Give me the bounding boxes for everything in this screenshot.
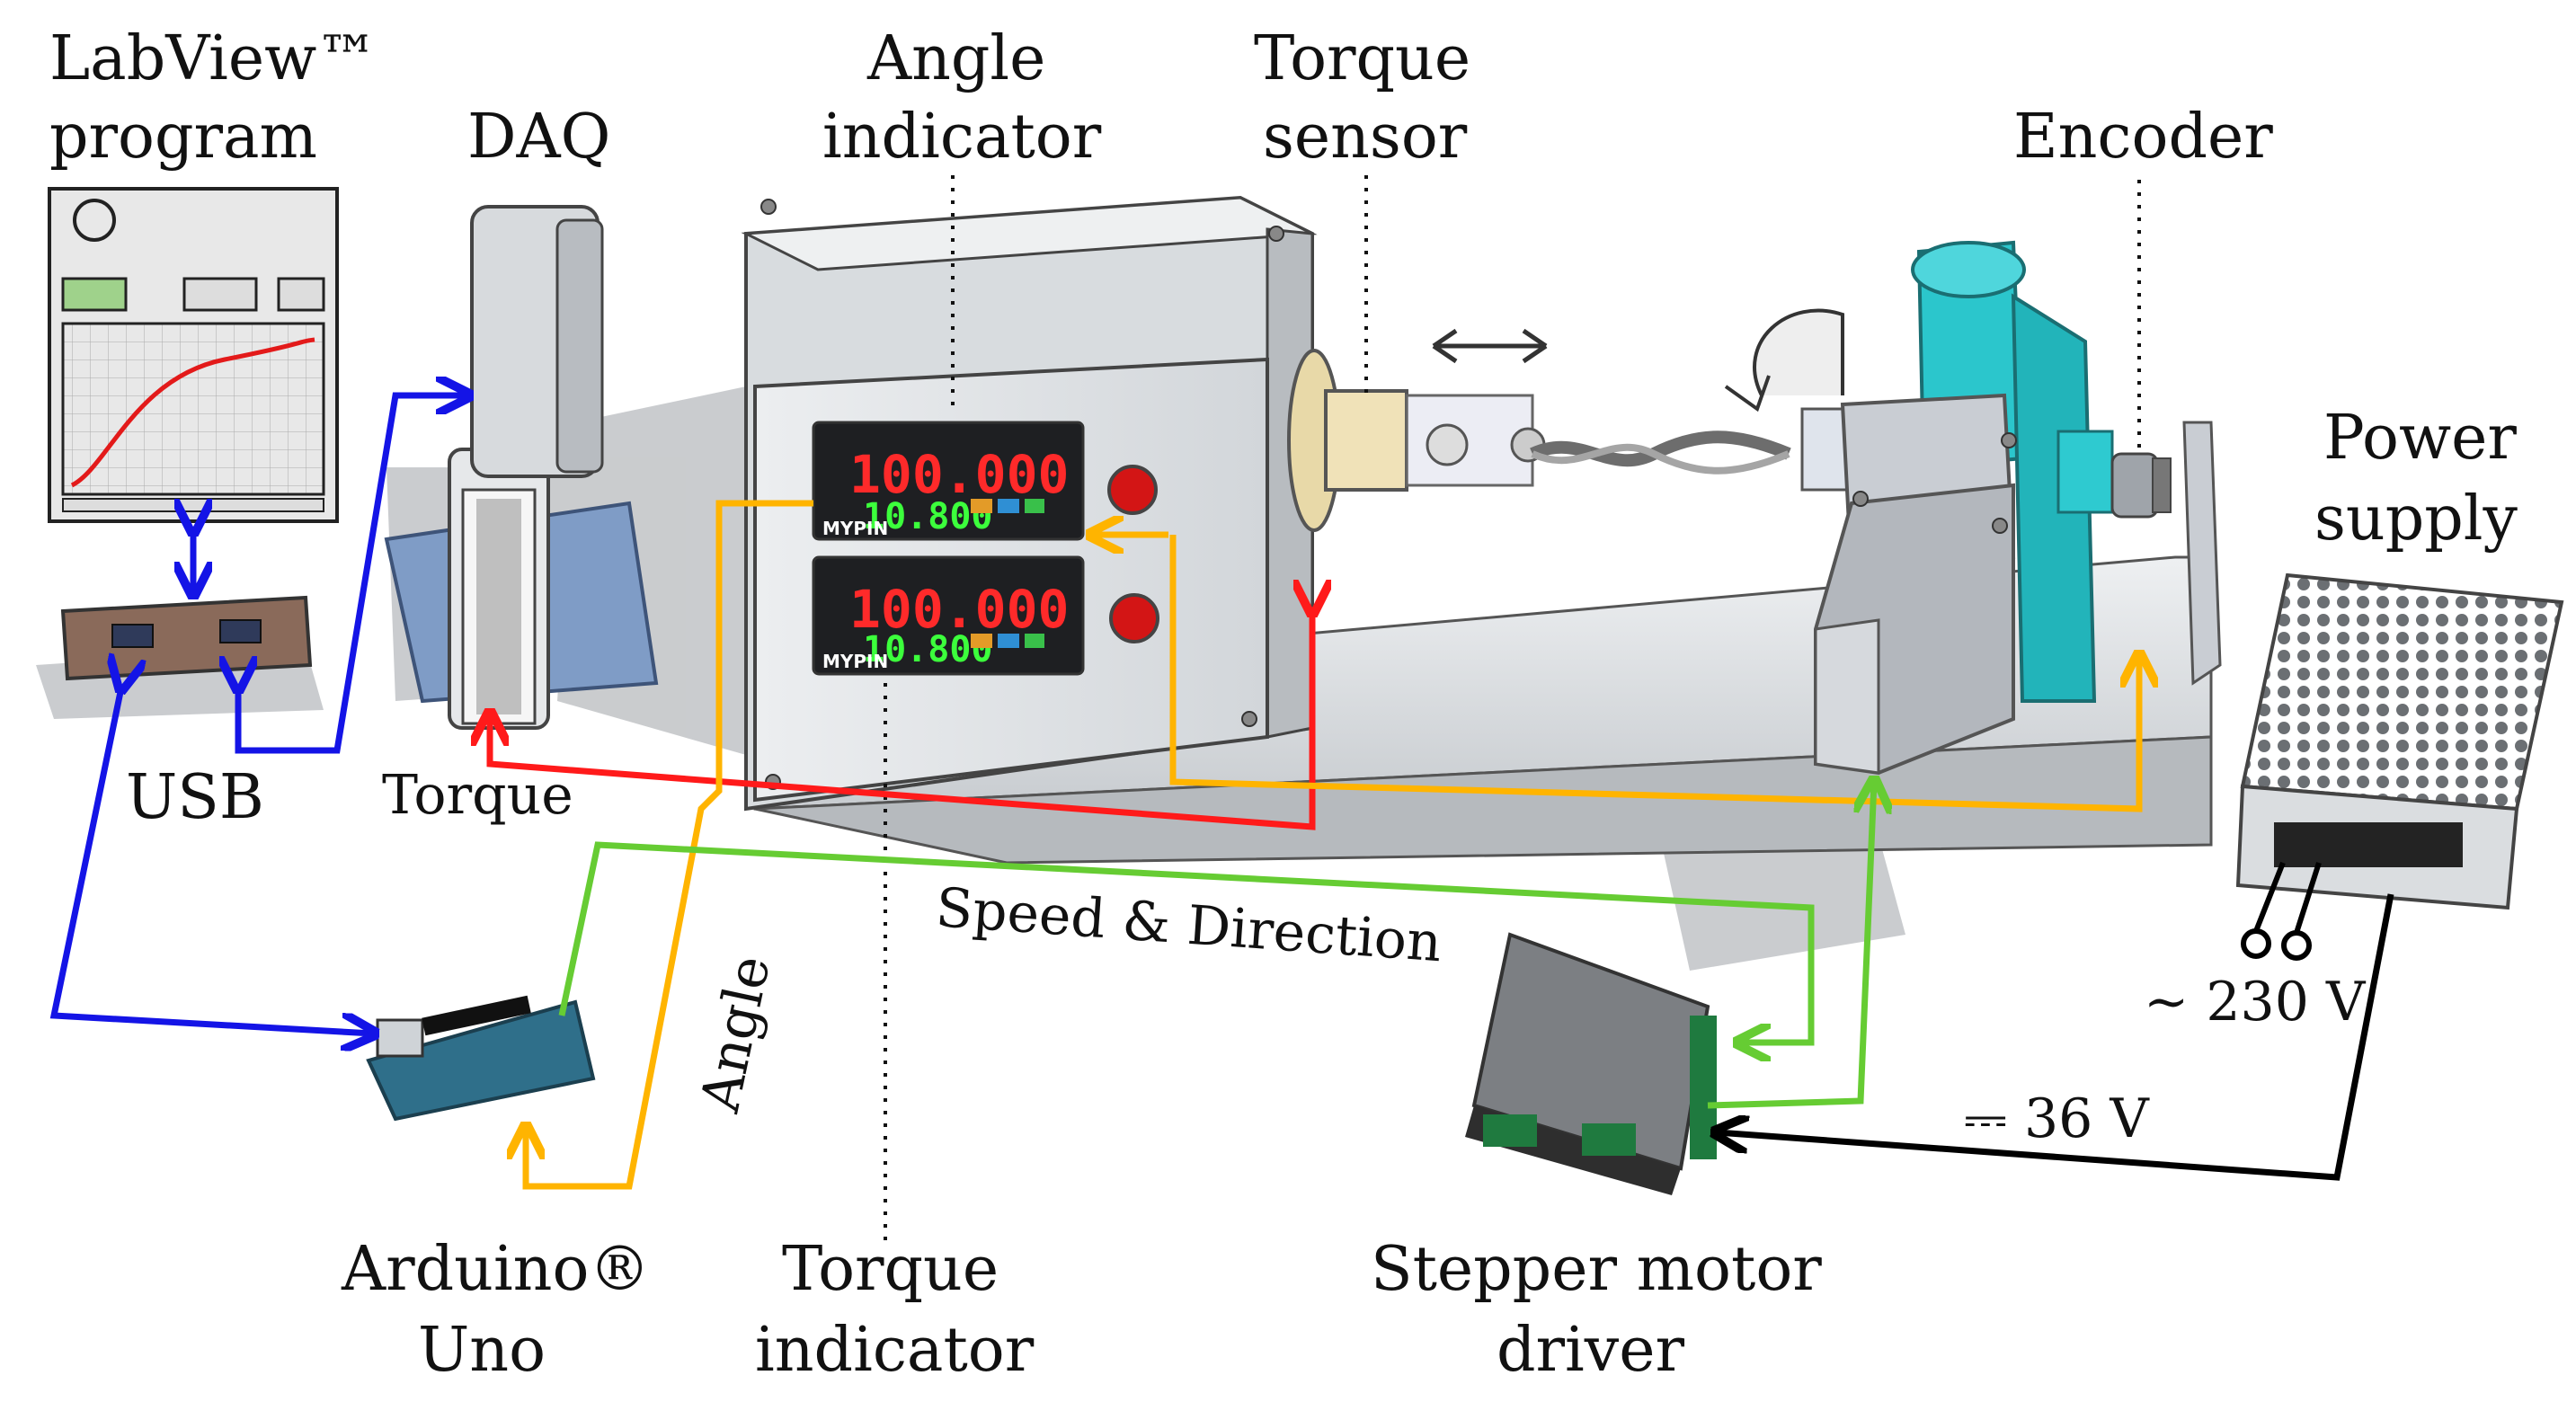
speed-direction-wire xyxy=(558,782,1874,1109)
twisted-shaft xyxy=(1530,430,1791,475)
arduino-label-line2: Uno xyxy=(418,1315,546,1386)
brand-label-1: MYPIN xyxy=(822,518,888,539)
angle-wire-label: Angle xyxy=(688,950,783,1118)
angle-wire xyxy=(526,500,2139,1190)
labview-label-line1: LabView™ xyxy=(49,23,378,94)
dc-voltage-label: ⎓ 36 V xyxy=(1964,1087,2150,1150)
torque-sensor-label-line2: sensor xyxy=(1263,102,1468,173)
usb-label: USB xyxy=(126,762,264,833)
ac-voltage-label: ~ 230 V xyxy=(2144,971,2367,1034)
stepper-driver-box xyxy=(1465,932,1717,1195)
angle-indicator-label-line1: Angle xyxy=(866,23,1045,94)
torque-sensor xyxy=(1287,349,1546,532)
arduino-label-line1: Arduino® xyxy=(341,1234,650,1305)
angle-indicator-panel: 100.000 10.800 MYPIN xyxy=(812,421,1158,541)
angle-indicator-label-line2: indicator xyxy=(822,102,1102,173)
stepper-driver-label-line1: Stepper motor xyxy=(1371,1234,1822,1305)
angle-indicator-value: 100.000 xyxy=(849,444,1069,505)
torque-sensor-label-line1: Torque xyxy=(1254,23,1470,94)
torque-indicator-label-line2: indicator xyxy=(755,1315,1035,1386)
torque-wire-label: Torque xyxy=(382,764,573,827)
rotation-arrow xyxy=(1724,308,1844,413)
dc-power-wire xyxy=(1717,893,2394,1181)
gear-motor xyxy=(1800,240,2114,776)
encoder-label: Encoder xyxy=(2013,102,2273,173)
torque-wire xyxy=(490,611,1312,830)
labview-label-line2: program xyxy=(49,102,317,173)
stepper-driver-label-line2: driver xyxy=(1497,1315,1684,1386)
encoder-unit xyxy=(2110,421,2222,686)
power-supply-label-line1: Power xyxy=(2323,403,2517,474)
usb-wires xyxy=(49,395,467,1034)
power-supply-unit xyxy=(2235,572,2564,961)
brand-label-2: MYPIN xyxy=(822,651,888,672)
torque-indicator-label-line1: Torque xyxy=(782,1234,999,1305)
usb-hub xyxy=(60,595,313,681)
labview-window xyxy=(48,187,339,523)
arduino-board xyxy=(366,995,596,1122)
daq-label: DAQ xyxy=(467,102,610,173)
leader-lines xyxy=(884,175,2141,1245)
linear-motion-arrow xyxy=(1432,328,1548,364)
power-supply-label-line2: supply xyxy=(2314,484,2518,555)
speed-direction-label: Speed & Direction xyxy=(934,876,1443,974)
